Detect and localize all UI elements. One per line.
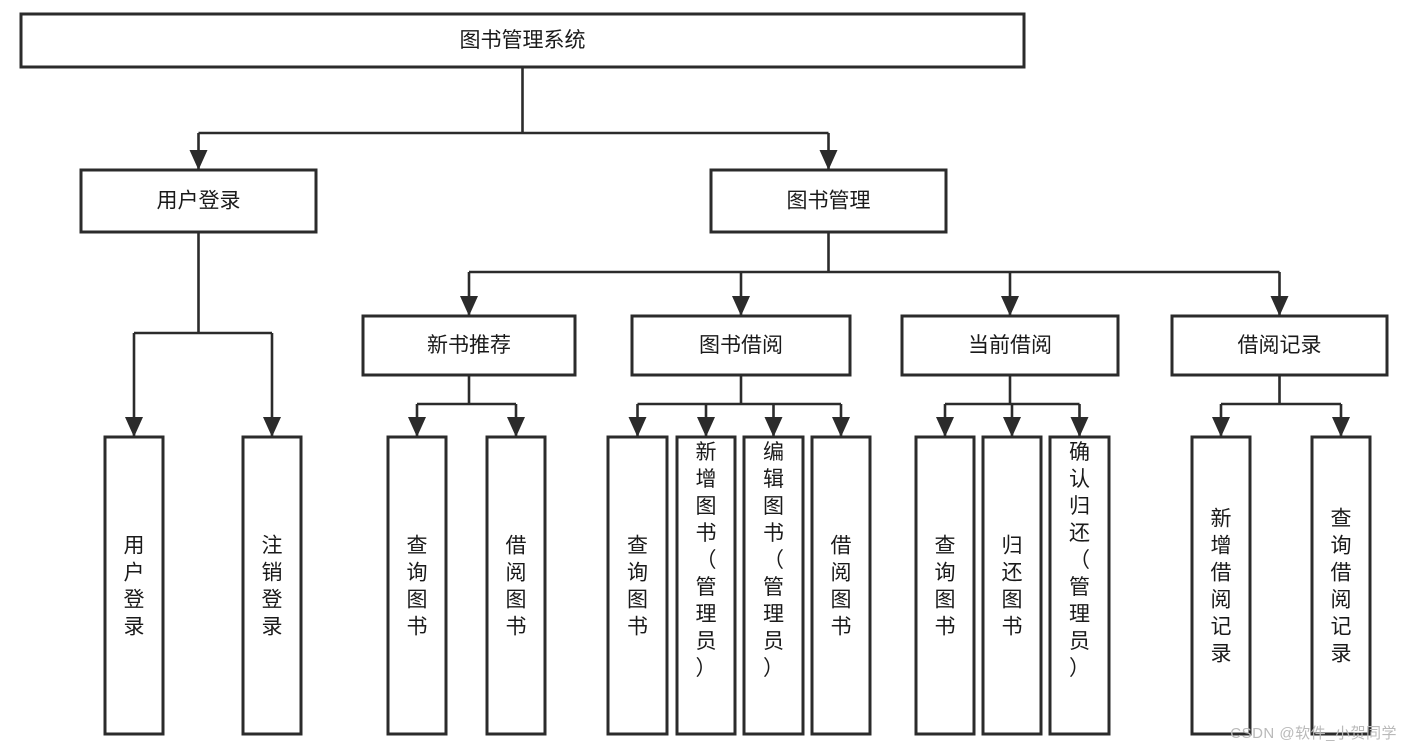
node-box-l2-login [79,168,318,234]
node-box-l3-borrow [630,314,852,377]
node-l3-record[interactable]: 借阅记录 [1170,314,1389,377]
node-leaf-bw-add[interactable]: 新增图书（管理员） [675,435,737,736]
node-box-l3-current [900,314,1120,377]
node-box-leaf-bw-add [675,435,737,736]
node-leaf-nb-query[interactable]: 查询图书 [386,435,448,736]
node-leaf-bw-query[interactable]: 查询图书 [606,435,669,736]
node-label-leaf-user-logout: 注销登录 [262,535,283,639]
node-label-leaf-user-login: 用户登录 [124,535,145,639]
node-leaf-nb-borrow[interactable]: 借阅图书 [485,435,547,736]
node-box-leaf-user-login [103,435,165,736]
node-label-leaf-cur-query: 查询图书 [935,535,956,639]
node-leaf-rec-add[interactable]: 新增借阅记录 [1190,435,1252,736]
node-box-root [19,12,1026,69]
node-label-l2-login: 用户登录 [157,190,241,213]
node-box-leaf-cur-confirm [1048,435,1111,736]
node-box-l2-book-mgmt [709,168,948,234]
node-l3-current[interactable]: 当前借阅 [900,314,1120,377]
node-box-leaf-cur-query [914,435,976,736]
node-leaf-bw-edit[interactable]: 编辑图书（管理员） [742,435,805,736]
node-l3-new-book[interactable]: 新书推荐 [361,314,577,377]
node-label-leaf-bw-edit: 编辑图书（管理员） [763,441,784,680]
node-box-leaf-bw-lend [810,435,872,736]
node-label-l3-record: 借阅记录 [1238,334,1322,357]
node-leaf-bw-lend[interactable]: 借阅图书 [810,435,872,736]
node-box-l3-record [1170,314,1389,377]
node-label-leaf-cur-confirm: 确认归还（管理员） [1069,441,1090,680]
node-leaf-user-login[interactable]: 用户登录 [103,435,165,736]
node-box-l3-new-book [361,314,577,377]
node-box-leaf-nb-borrow [485,435,547,736]
node-label-leaf-bw-add: 新增图书（管理员） [696,441,717,680]
node-label-leaf-bw-lend: 借阅图书 [831,535,852,639]
node-box-leaf-rec-add [1190,435,1252,736]
node-leaf-user-logout[interactable]: 注销登录 [241,435,303,736]
node-leaf-cur-confirm[interactable]: 确认归还（管理员） [1048,435,1111,736]
node-label-l3-current: 当前借阅 [968,334,1052,357]
node-box-leaf-nb-query [386,435,448,736]
node-box-leaf-cur-return [981,435,1043,736]
node-label-l2-book-mgmt: 图书管理 [787,190,871,213]
node-label-root: 图书管理系统 [460,29,586,52]
watermark-label: CSDN @软件_小贺同学 [1230,725,1397,742]
node-l2-login[interactable]: 用户登录 [79,168,318,234]
node-leaf-rec-query[interactable]: 查询借阅记录 [1310,435,1372,736]
nodes-layer: 图书管理系统用户登录图书管理新书推荐图书借阅当前借阅借阅记录用户登录注销登录查询… [19,12,1389,736]
node-label-leaf-cur-return: 归还图书 [1002,535,1023,639]
node-leaf-cur-return[interactable]: 归还图书 [981,435,1043,736]
node-label-leaf-nb-borrow: 借阅图书 [506,535,527,639]
node-label-l3-borrow: 图书借阅 [699,334,783,357]
node-l3-borrow[interactable]: 图书借阅 [630,314,852,377]
node-l2-book-mgmt[interactable]: 图书管理 [709,168,948,234]
node-box-leaf-rec-query [1310,435,1372,736]
node-label-l3-new-book: 新书推荐 [427,334,511,357]
node-root[interactable]: 图书管理系统 [19,12,1026,69]
node-label-leaf-nb-query: 查询图书 [407,535,428,639]
node-label-leaf-rec-query: 查询借阅记录 [1331,508,1352,666]
node-label-leaf-bw-query: 查询图书 [627,535,648,639]
node-label-leaf-rec-add: 新增借阅记录 [1211,508,1232,666]
node-box-leaf-bw-edit [742,435,805,736]
node-box-leaf-user-logout [241,435,303,736]
edges-layer [125,67,1350,437]
node-leaf-cur-query[interactable]: 查询图书 [914,435,976,736]
node-box-leaf-bw-query [606,435,669,736]
